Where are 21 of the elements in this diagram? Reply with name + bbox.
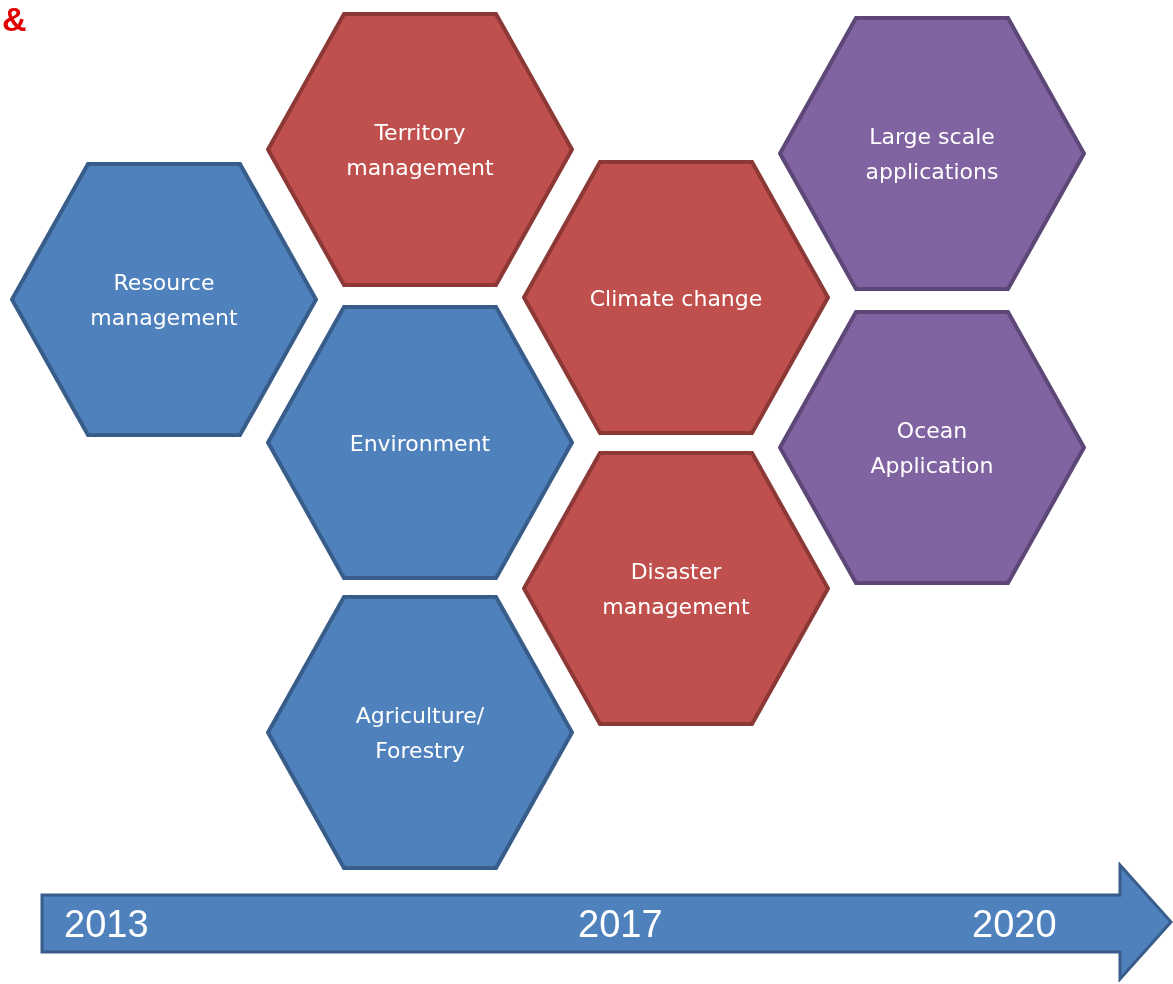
hexagon — [266, 595, 574, 870]
topic-label: Large scale applications — [864, 122, 1000, 186]
hexagon — [522, 451, 830, 726]
topic-label: Agriculture/ Forestry — [354, 701, 486, 765]
hexagon — [522, 160, 830, 435]
hexagon — [10, 162, 318, 437]
topic-label: Ocean Application — [869, 416, 995, 480]
topic-label: Territory management — [345, 118, 495, 182]
topic-label: Disaster management — [601, 557, 751, 621]
timeline-arrow — [40, 862, 1173, 982]
topic-label: Environment — [348, 429, 492, 457]
heading-fragment: & — [2, 0, 27, 38]
hexagon — [266, 12, 574, 287]
hexagon — [266, 305, 574, 580]
topic-label: Resource management — [89, 268, 239, 332]
hexagon — [778, 16, 1086, 291]
year-label: 2013 — [64, 902, 149, 946]
topic-label: Climate change — [588, 284, 764, 312]
hexagon — [778, 310, 1086, 585]
year-label: 2017 — [578, 902, 663, 946]
year-label: 2020 — [972, 902, 1057, 946]
